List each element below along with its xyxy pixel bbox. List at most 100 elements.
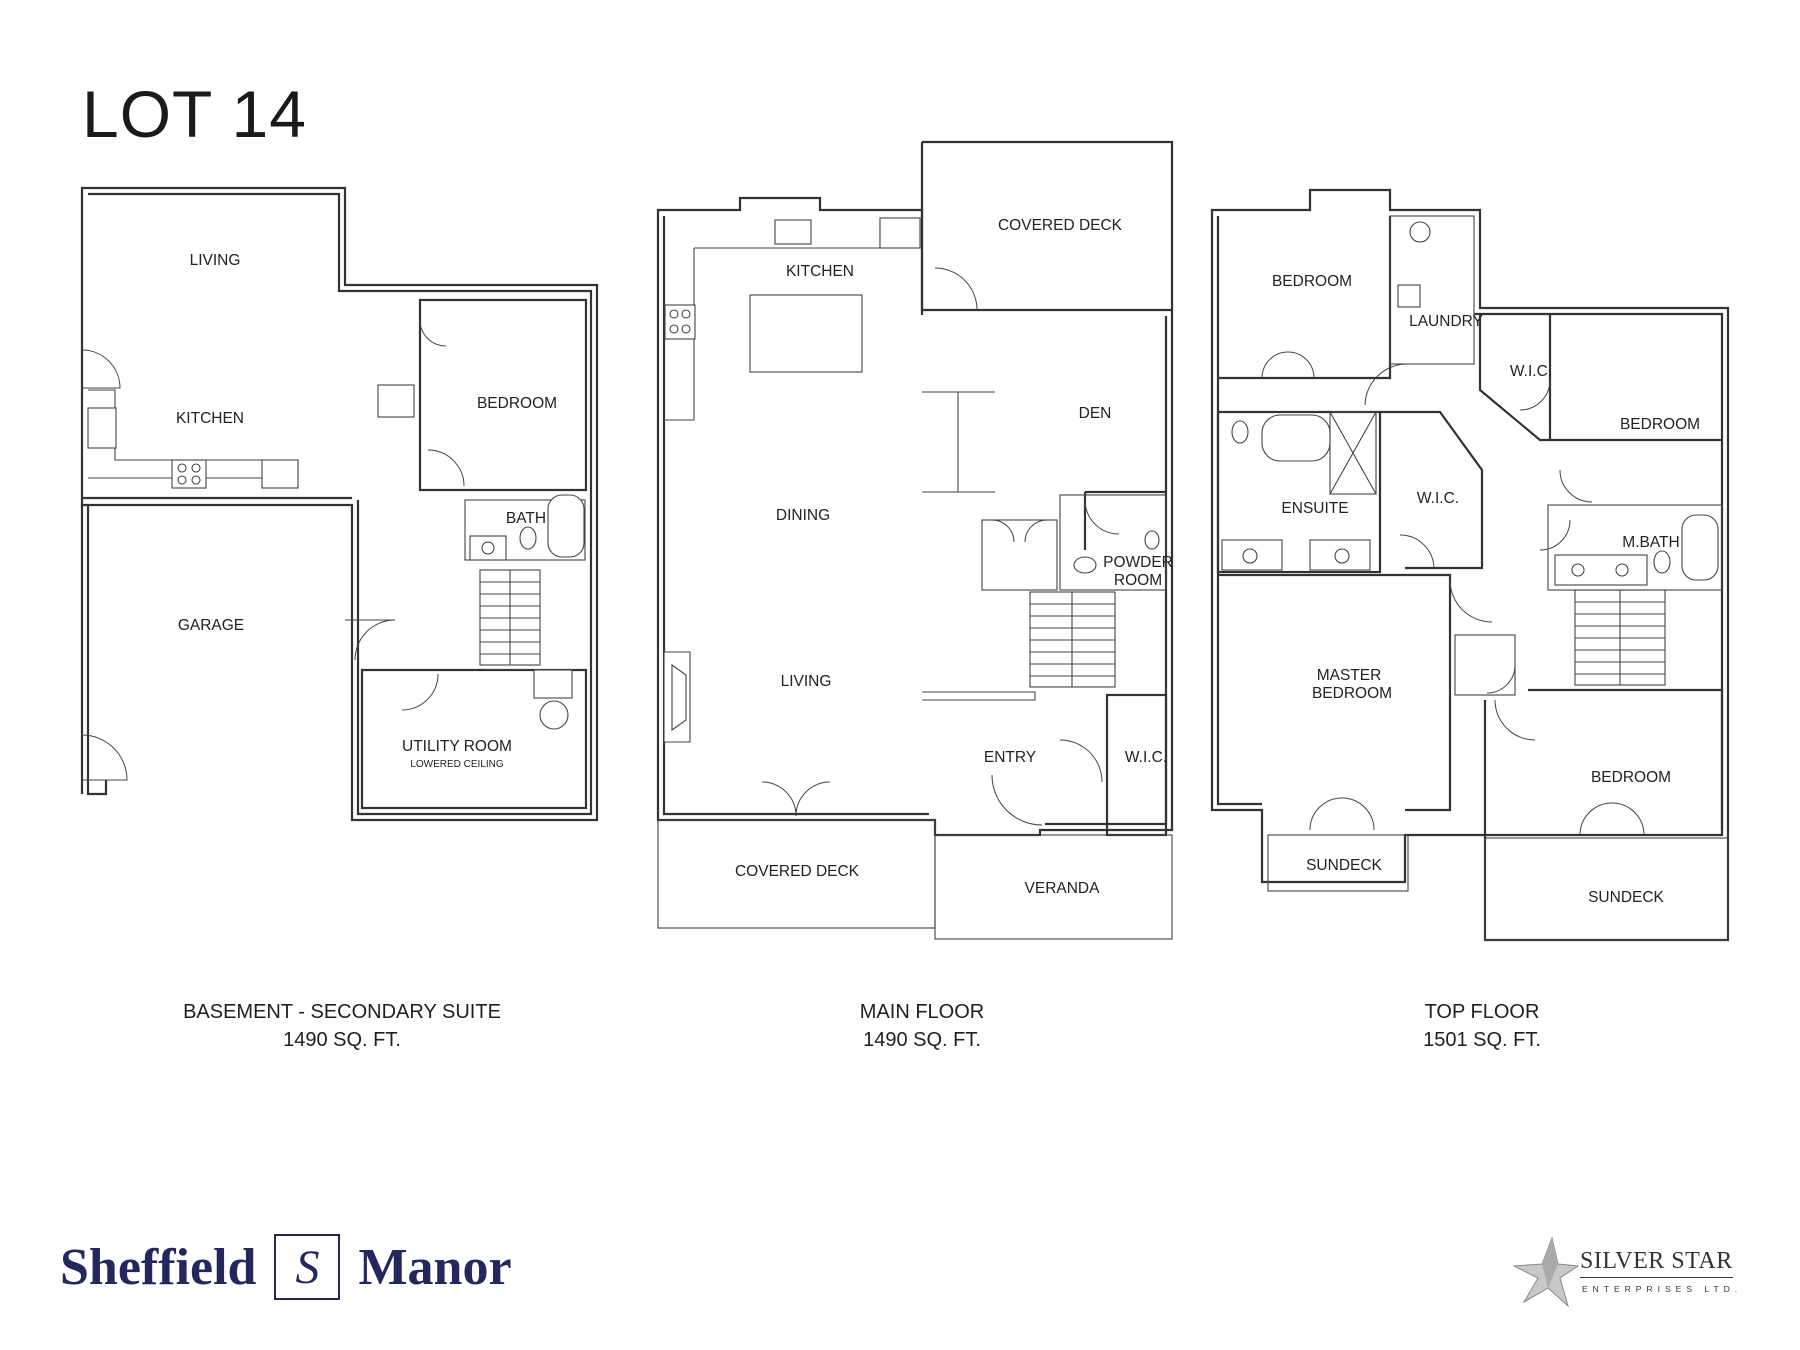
basement-living-label: LIVING — [190, 252, 241, 269]
basement-outer-wall-inner — [88, 192, 593, 816]
basement-plan — [80, 186, 599, 822]
garage-wall — [80, 496, 352, 796]
sundeck1-door-r — [1341, 797, 1375, 831]
basement-bath-label: BATH — [506, 510, 546, 527]
laundry-wall — [1389, 215, 1475, 365]
main-outer-wall-inner — [662, 216, 1168, 826]
master-label-2: BEDROOM — [1312, 685, 1392, 702]
brand-monogram: S — [274, 1234, 341, 1300]
main-stair-rail — [922, 691, 1036, 701]
ensuite-vanity-1 — [1221, 539, 1283, 571]
covered-deck-door — [934, 267, 978, 311]
garage-door-swing — [81, 734, 128, 781]
basement-stairs — [479, 569, 541, 666]
sundeck-2-outline — [1484, 837, 1729, 941]
water-heater — [533, 669, 573, 699]
powder-label-2: ROOM — [1114, 572, 1162, 589]
top-wic2-wall — [1380, 410, 1484, 570]
basement-closet-door — [419, 319, 447, 347]
basement-side-door — [345, 619, 396, 661]
top-bedroom1-closet-door-l — [1261, 351, 1289, 379]
laundry-label: LAUNDRY — [1409, 313, 1483, 330]
basement-caption-area: 1490 SQ. FT. — [283, 1029, 401, 1051]
master-door — [1449, 579, 1493, 623]
top-bedroom1-closet-door-r — [1287, 351, 1315, 379]
basement-fridge — [261, 459, 299, 489]
top-outer-wall — [1210, 188, 1730, 942]
laundry-door — [1364, 363, 1408, 406]
wic-door — [1059, 739, 1103, 783]
powder-room-wall — [1059, 494, 1167, 591]
lot-title: LOT 14 — [82, 77, 307, 151]
basement-tub — [547, 494, 585, 558]
mbath-vanity — [1554, 554, 1648, 586]
veranda-outline — [934, 834, 1173, 940]
basement-outer-wall — [80, 186, 599, 822]
top-stairs — [1574, 589, 1666, 686]
wic2-door — [1399, 534, 1435, 570]
main-covered-deck-top-label: COVERED DECK — [998, 217, 1123, 234]
basement-sink — [87, 407, 117, 449]
sundeck-1-outline — [1267, 834, 1409, 892]
main-kitchen-label: KITCHEN — [786, 263, 854, 280]
basement-living-door — [81, 349, 121, 389]
main-living-label: LIVING — [781, 673, 832, 690]
basement-toilet — [519, 526, 537, 550]
top-bedroom1-label: BEDROOM — [1272, 273, 1352, 290]
partner-name: SILVER STAR — [1580, 1248, 1733, 1278]
main-floor-caption: MAIN FLOOR 1490 SQ. FT. — [712, 998, 1132, 1054]
powder-sink — [1144, 530, 1160, 550]
top-floor-caption: TOP FLOOR 1501 SQ. FT. — [1272, 998, 1692, 1054]
main-floor-plan — [656, 140, 1174, 940]
sundeck2-door-r — [1611, 802, 1645, 836]
sundeck2-door-l — [1579, 802, 1613, 836]
top-caption-area: 1501 SQ. FT. — [1423, 1029, 1541, 1051]
main-fridge — [879, 217, 921, 249]
top-caption-name: TOP FLOOR — [1424, 1001, 1540, 1023]
sundeck1-door-l — [1309, 797, 1343, 831]
basement-caption: BASEMENT - SECONDARY SUITE 1490 SQ. FT. — [132, 998, 552, 1054]
basement-vanity — [469, 535, 507, 561]
sheffield-manor-logo: Sheffield S Manor — [60, 1232, 512, 1302]
main-entry-door — [991, 774, 1043, 826]
ensuite-tub — [1261, 414, 1331, 462]
mbath-toilet — [1653, 550, 1671, 574]
basement-stove — [171, 459, 207, 489]
den-label: DEN — [1079, 405, 1112, 422]
basement-bedroom-wall — [418, 298, 588, 492]
basement-washer — [377, 384, 415, 418]
ensuite-shower — [1329, 411, 1377, 495]
mbath-tub — [1681, 514, 1719, 581]
top-bedroom3-wall — [1483, 688, 1724, 837]
main-closet — [981, 519, 1058, 591]
powder-door — [1084, 499, 1120, 535]
top-wic2-label: W.I.C. — [1417, 490, 1459, 507]
main-deck-door-right — [795, 781, 831, 817]
top-bedroom3-label: BEDROOM — [1591, 769, 1671, 786]
basement-bath-wall — [464, 499, 586, 561]
basement-kitchen-label: KITCHEN — [176, 410, 244, 427]
main-closet-door-left — [991, 519, 1015, 543]
basement-caption-name: BASEMENT - SECONDARY SUITE — [183, 1001, 501, 1023]
utility-room-label: UTILITY ROOM — [402, 738, 512, 755]
brand-left-word: Sheffield — [60, 1238, 257, 1296]
brand-right-word: Manor — [358, 1238, 512, 1296]
garage-label: GARAGE — [178, 617, 244, 634]
fireplace — [663, 651, 691, 743]
top-wic1-wall — [1478, 314, 1722, 442]
top-floor-plan — [1210, 188, 1730, 942]
powder-toilet — [1073, 556, 1097, 574]
main-deck-door-left — [761, 781, 797, 817]
main-wic-label: W.I.C. — [1125, 749, 1167, 766]
mbath-label: M.BATH — [1622, 534, 1679, 551]
laundry-washer — [1409, 221, 1431, 243]
main-caption-area: 1490 SQ. FT. — [863, 1029, 981, 1051]
sundeck2-label: SUNDECK — [1588, 889, 1664, 906]
dining-label: DINING — [776, 507, 830, 524]
ensuite-toilet — [1231, 420, 1249, 444]
bedroom2-door — [1559, 469, 1593, 503]
laundry-sink — [1397, 284, 1421, 308]
star-icon — [1512, 1236, 1580, 1308]
entry-label: ENTRY — [984, 749, 1036, 766]
